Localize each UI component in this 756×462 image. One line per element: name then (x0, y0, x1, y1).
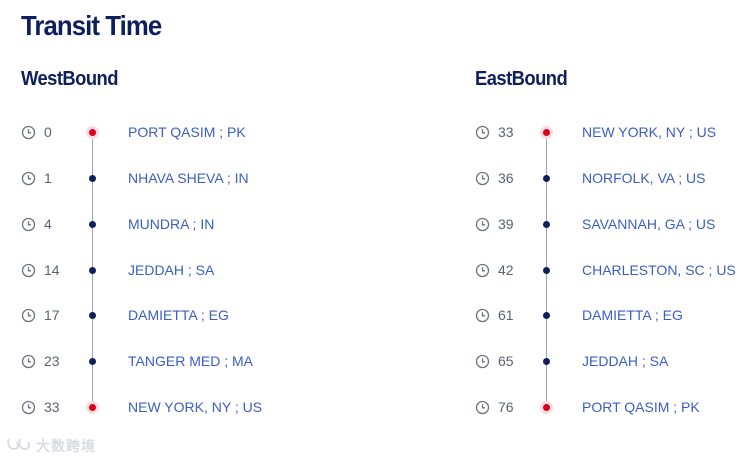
westbound-section: WestBound 0 PORT QASIM ; PK 1 NHAVA SHEV… (21, 0, 321, 430)
port-link[interactable]: CHARLESTON, SC ; US (582, 262, 736, 278)
eastbound-stop: 61 DAMIETTA ; EG (475, 305, 756, 325)
endpoint-dot (86, 126, 99, 139)
westbound-stop: 14 JEDDAH ; SA (21, 260, 321, 280)
transit-days: 1 (44, 170, 52, 186)
port-link[interactable]: NEW YORK, NY ; US (582, 124, 717, 140)
clock-icon (475, 263, 490, 278)
eastbound-stop: 42 CHARLESTON, SC ; US (475, 260, 756, 280)
clock-icon (475, 354, 490, 369)
transit-days: 65 (498, 353, 514, 369)
westbound-stop: 23 TANGER MED ; MA (21, 351, 321, 371)
stop-dot (89, 312, 96, 319)
port-link[interactable]: PORT QASIM ; PK (128, 124, 246, 140)
watermark: 大数跨境 (6, 436, 96, 456)
westbound-stop: 4 MUNDRA ; IN (21, 214, 321, 234)
clock-icon (475, 400, 490, 415)
clock-icon (21, 263, 36, 278)
eastbound-stop: 76 PORT QASIM ; PK (475, 397, 756, 417)
eastbound-stop: 65 JEDDAH ; SA (475, 351, 756, 371)
endpoint-dot (540, 401, 553, 414)
eastbound-section: EastBound 33 NEW YORK, NY ; US 36 NORFOL… (475, 0, 756, 430)
clock-icon (475, 125, 490, 140)
port-link[interactable]: PORT QASIM ; PK (582, 399, 700, 415)
clock-icon (475, 308, 490, 323)
clock-icon (21, 354, 36, 369)
clock-icon (21, 125, 36, 140)
westbound-stop: 33 NEW YORK, NY ; US (21, 397, 321, 417)
port-link[interactable]: MUNDRA ; IN (128, 216, 215, 232)
westbound-stop: 17 DAMIETTA ; EG (21, 305, 321, 325)
clock-icon (21, 171, 36, 186)
clock-icon (475, 217, 490, 232)
endpoint-dot (86, 401, 99, 414)
clock-icon (21, 400, 36, 415)
eastbound-heading: EastBound (475, 68, 568, 90)
watermark-text: 大数跨境 (36, 438, 96, 454)
eastbound-stop: 36 NORFOLK, VA ; US (475, 168, 756, 188)
port-link[interactable]: DAMIETTA ; EG (128, 307, 229, 323)
clock-icon (21, 308, 36, 323)
transit-days: 4 (44, 216, 52, 232)
westbound-stop: 1 NHAVA SHEVA ; IN (21, 168, 321, 188)
stop-dot (89, 221, 96, 228)
transit-days: 17 (44, 307, 60, 323)
transit-days: 36 (498, 170, 514, 186)
watermark-logo-icon (6, 436, 32, 457)
westbound-stop: 0 PORT QASIM ; PK (21, 122, 321, 142)
clock-icon (21, 217, 36, 232)
port-link[interactable]: NEW YORK, NY ; US (128, 399, 263, 415)
transit-days: 0 (44, 124, 52, 140)
transit-days: 33 (44, 399, 60, 415)
stop-dot (543, 267, 550, 274)
stop-dot (89, 358, 96, 365)
port-link[interactable]: JEDDAH ; SA (128, 262, 215, 278)
port-link[interactable]: JEDDAH ; SA (582, 353, 669, 369)
transit-days: 61 (498, 307, 514, 323)
port-link[interactable]: NHAVA SHEVA ; IN (128, 170, 249, 186)
transit-days: 14 (44, 262, 60, 278)
stop-dot (543, 312, 550, 319)
page-title: Transit Time (21, 10, 162, 41)
eastbound-stop: 33 NEW YORK, NY ; US (475, 122, 756, 142)
port-link[interactable]: DAMIETTA ; EG (582, 307, 683, 323)
stop-dot (543, 221, 550, 228)
transit-days: 42 (498, 262, 514, 278)
port-link[interactable]: TANGER MED ; MA (128, 353, 253, 369)
transit-days: 39 (498, 216, 514, 232)
endpoint-dot (540, 126, 553, 139)
transit-days: 33 (498, 124, 514, 140)
stop-dot (543, 358, 550, 365)
stop-dot (89, 175, 96, 182)
transit-days: 23 (44, 353, 60, 369)
clock-icon (475, 171, 490, 186)
westbound-heading: WestBound (21, 68, 118, 90)
transit-days: 76 (498, 399, 514, 415)
eastbound-stop: 39 SAVANNAH, GA ; US (475, 214, 756, 234)
port-link[interactable]: NORFOLK, VA ; US (582, 170, 706, 186)
stop-dot (89, 267, 96, 274)
stop-dot (543, 175, 550, 182)
port-link[interactable]: SAVANNAH, GA ; US (582, 216, 716, 232)
